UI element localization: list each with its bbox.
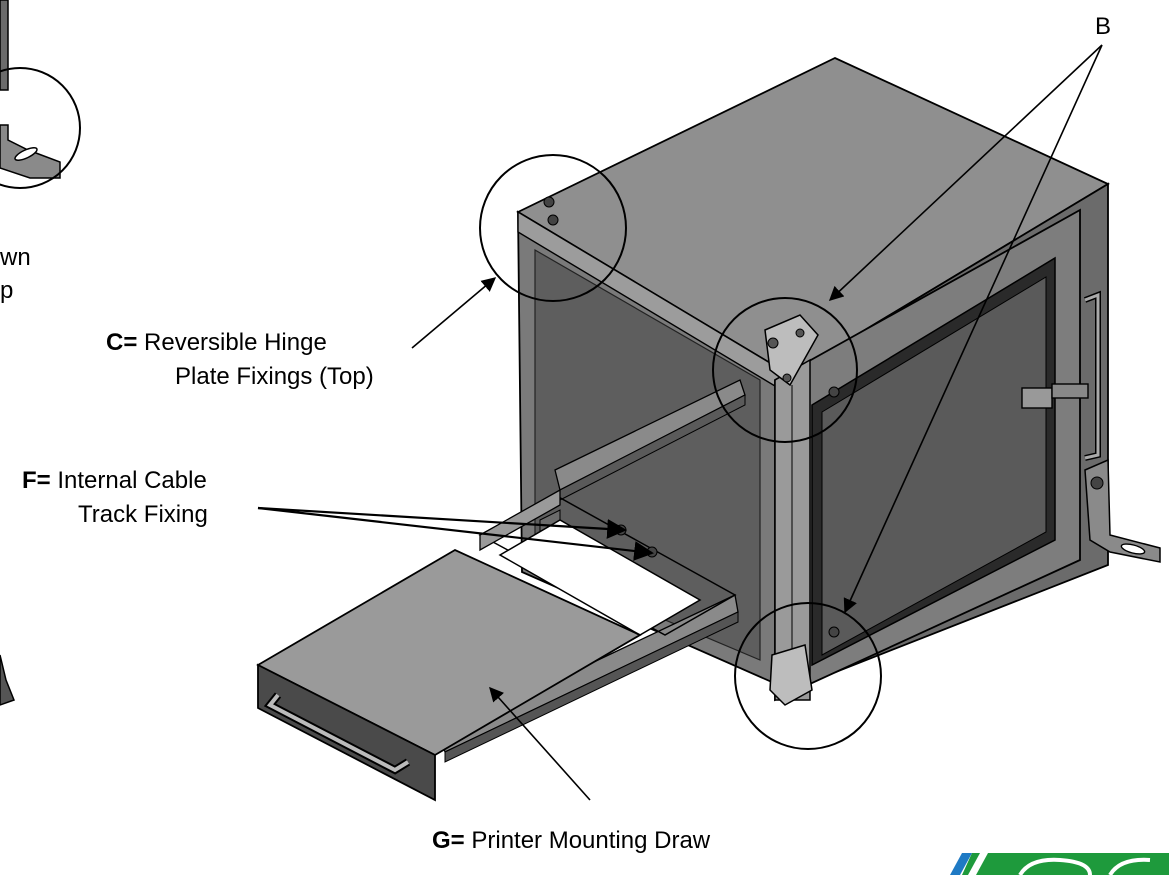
partial-label-line1: wn <box>0 244 31 271</box>
label-c-line1: Reversible Hinge <box>144 329 327 356</box>
callout-circle-icon <box>734 602 882 750</box>
label-c: C= Reversible Hinge <box>106 328 327 358</box>
label-b: B <box>1095 13 1112 40</box>
label-f-line1: Internal Cable <box>57 467 207 494</box>
label-c-line2: Plate Fixings (Top) <box>175 363 374 390</box>
brand-logo-icon <box>950 853 1169 875</box>
label-g: G= Printer Mounting Draw <box>432 826 710 856</box>
label-g-key: G= <box>432 827 465 854</box>
callout-circle-icon <box>0 67 81 189</box>
callout-circle-icon <box>712 297 858 443</box>
leader-lines <box>257 44 1103 801</box>
cabinet-door <box>764 208 1161 706</box>
label-c-key: C= <box>106 329 138 356</box>
partial-view-left <box>0 0 61 706</box>
label-g-line1: Printer Mounting Draw <box>471 827 711 854</box>
label-f-key: F= <box>22 467 51 494</box>
partial-label-line2: p <box>0 277 14 304</box>
label-f-line2: Track Fixing <box>78 501 208 528</box>
callout-circle-icon <box>479 154 627 302</box>
label-f: F= Internal Cable <box>22 466 207 496</box>
